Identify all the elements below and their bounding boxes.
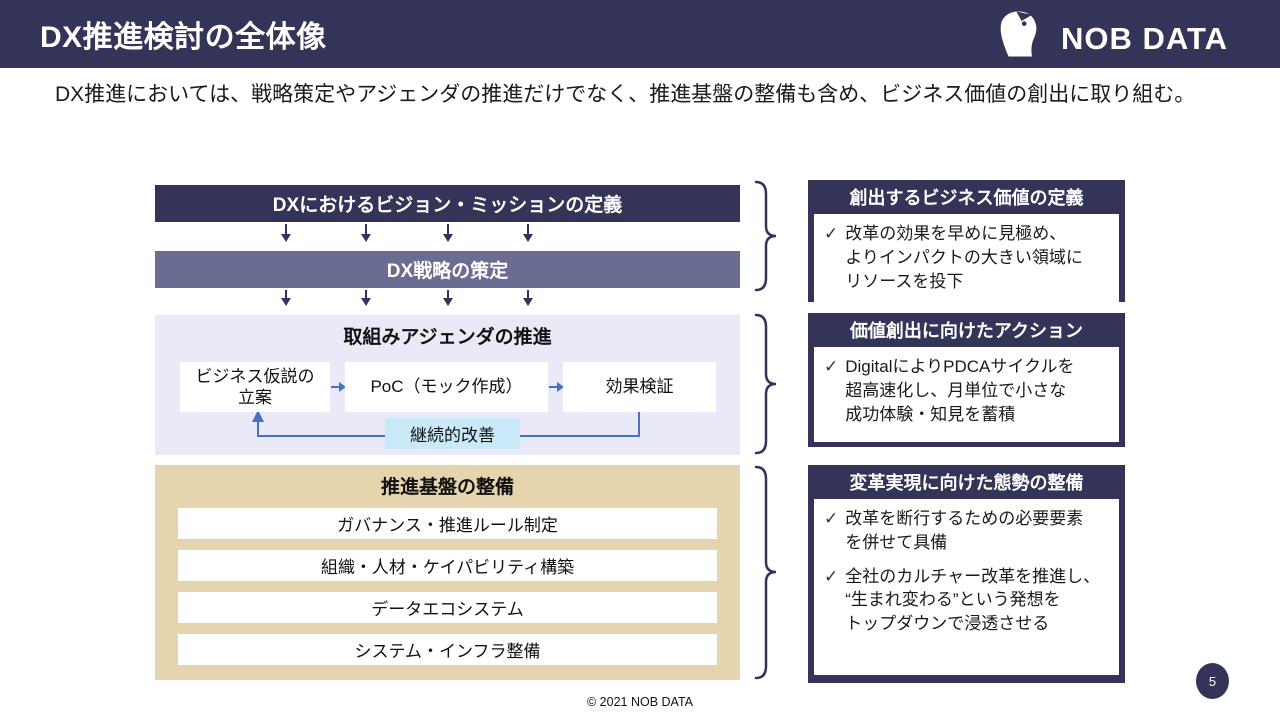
brace-icon (752, 313, 778, 455)
right-arrow-icon (331, 382, 346, 392)
callout-business-value: 創出するビジネス価値の定義 ✓ 改革の効果を早めに見極め、 よりインパクトの大き… (808, 180, 1125, 310)
down-arrow-icon (361, 224, 371, 242)
page-title: DX推進検討の全体像 (40, 21, 327, 54)
callout-transformation-readiness: 変革実現に向けた態勢の整備 ✓ 改革を断行するための必要要素 を併せて具備 ✓ … (808, 465, 1125, 683)
check-icon: ✓ (824, 224, 839, 243)
loop-label: 継続的改善 (385, 418, 520, 449)
down-arrow-icon (361, 290, 371, 306)
foundation-panel: 推進基盤の整備 ガバナンス・推進ルール制定 組織・人材・ケイパビリティ構築 デー… (155, 465, 740, 680)
callout-body: ✓ 改革を断行するための必要要素 を併せて具備 ✓ 全社のカルチャー改革を推進し… (814, 499, 1119, 675)
down-arrow-icon (281, 224, 291, 242)
arrow-row-1 (155, 224, 740, 249)
foundation-item: ガバナンス・推進ルール制定 (178, 508, 717, 539)
slide-message: DX推進においては、戦略策定やアジェンダの推進だけでなく、推進基盤の整備も含め、… (55, 83, 1196, 106)
callout-body: ✓ DigitalによりPDCAサイクルを 超高速化し、月単位で小さな 成功体験… (814, 347, 1119, 443)
flow-diagram: DXにおけるビジョン・ミッションの定義 DX戦略の策定 取組みアジェンダの推進 … (155, 185, 740, 680)
slide-header: DX推進検討の全体像 NOB DATA (0, 0, 1280, 68)
logo-text: NOB DATA (1061, 20, 1228, 56)
arrow-row-2 (155, 290, 740, 313)
foundation-title: 推進基盤の整備 (380, 477, 514, 498)
right-arrow-icon (549, 382, 564, 392)
callout-title: 変革実現に向けた態勢の整備 (849, 473, 1084, 493)
down-arrow-icon (443, 224, 453, 242)
check-item: ✓ DigitalによりPDCAサイクルを 超高速化し、月単位で小さな 成功体験… (824, 355, 1111, 426)
vision-box: DXにおけるビジョン・ミッションの定義 (155, 185, 740, 222)
strategy-box: DX戦略の策定 (155, 251, 740, 288)
callout-value-action: 価値創出に向けたアクション ✓ DigitalによりPDCAサイクルを 超高速化… (808, 313, 1125, 447)
callout-title: 創出するビジネス価値の定義 (849, 188, 1084, 208)
agenda-title: 取組みアジェンダの推進 (343, 327, 552, 348)
down-arrow-icon (523, 290, 533, 306)
nob-data-logo: NOB DATA (991, 8, 1228, 60)
bird-logo-icon (991, 8, 1047, 60)
down-arrow-icon (443, 290, 453, 306)
down-arrow-icon (281, 290, 291, 306)
check-icon: ✓ (824, 357, 839, 376)
step-verify: 効果検証 (563, 362, 716, 412)
check-icon: ✓ (824, 566, 839, 586)
check-icon: ✓ (824, 509, 839, 528)
check-item: ✓ 改革の効果を早めに見極め、 よりインパクトの大きい領域に リソースを投下 (824, 222, 1111, 293)
check-item: ✓ 全社のカルチャー改革を推進し、 “生まれ変わる”という発想を トップダウンで… (824, 565, 1111, 636)
callout-title: 価値創出に向けたアクション (849, 321, 1084, 341)
foundation-item: システム・インフラ整備 (178, 634, 717, 665)
down-arrow-icon (523, 224, 533, 242)
step-hypothesis: ビジネス仮説の 立案 (180, 362, 330, 412)
foundation-item: 組織・人材・ケイパビリティ構築 (178, 550, 717, 581)
agenda-panel: 取組みアジェンダの推進 ビジネス仮説の 立案 PoC（モック作成） 効果検証 継… (155, 315, 740, 455)
foundation-item: データエコシステム (178, 592, 717, 623)
step-poc: PoC（モック作成） (345, 362, 548, 412)
callout-body: ✓ 改革の効果を早めに見極め、 よりインパクトの大きい領域に リソースを投下 (814, 214, 1119, 310)
page-number-badge: 5 (1196, 663, 1229, 699)
check-item: ✓ 改革を断行するための必要要素 を併せて具備 (824, 507, 1111, 555)
brace-icon (752, 180, 778, 292)
brace-icon (752, 465, 778, 680)
copyright: © 2021 NOB DATA (586, 695, 693, 709)
